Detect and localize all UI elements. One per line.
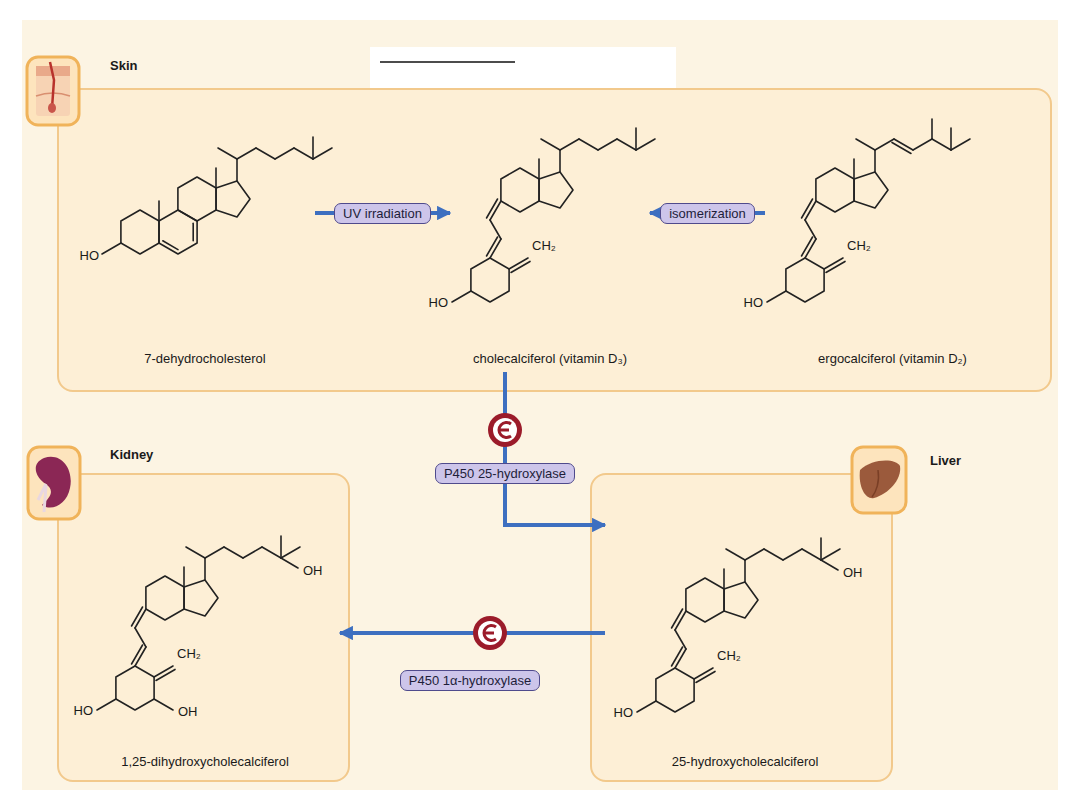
atom-label: OH (843, 565, 863, 581)
compound: 1,25-dihydroxycholecalciferol (70, 495, 340, 775)
enzyme-label-holder: UV irradiation (334, 203, 431, 224)
reaction-arrow (340, 631, 605, 635)
atom-label-holder: OH (843, 565, 863, 581)
compound: 7-dehydrocholesterol (95, 110, 315, 372)
atom-label-holder: CH₂ (717, 648, 741, 664)
atom-label: HO (614, 705, 634, 721)
atom-label: HO (744, 295, 764, 311)
compound-name: ergocalciferol (vitamin D₂) (818, 351, 967, 366)
atom-label: OH (178, 704, 198, 720)
reaction-label: P450 1α-hydroxylase (400, 670, 540, 691)
atom-label-holder: HO (429, 295, 449, 311)
atom-label-holder: HO (744, 295, 764, 311)
atom-label: HO (74, 703, 94, 719)
skin-icon (27, 57, 79, 125)
compound: 25-hydroxycholecalciferol (605, 495, 885, 775)
enzyme-symbol (473, 616, 507, 650)
blank-line (380, 61, 515, 63)
atom-label: HO (429, 295, 449, 311)
region-panel: Liver25-hydroxycholecalciferol (590, 473, 893, 782)
reaction-arrow (505, 372, 605, 525)
enzyme-symbol (488, 413, 522, 447)
compound-name: 1,25-dihydroxycholecalciferol (121, 754, 289, 769)
atom-label: HO (80, 248, 100, 264)
atom-label-holder: CH₂ (177, 646, 201, 662)
compound-name: 7-dehydrocholesterol (144, 351, 265, 366)
atom-label-holder: HO (614, 705, 634, 721)
reaction-label: UV irradiation (334, 203, 431, 224)
region-panel: Kidney1,25-dihydroxycholecalciferol (57, 473, 350, 782)
atom-label: CH₂ (847, 238, 871, 254)
reaction-label: isomerization (660, 203, 755, 224)
enzyme-label-holder: P450 25-hydroxylase (435, 463, 575, 484)
region-heading: Kidney (110, 447, 153, 462)
atom-label-holder: HO (74, 703, 94, 719)
atom-label-holder: OH (303, 563, 323, 579)
atom-label-holder: CH₂ (847, 238, 871, 254)
page-ground (22, 20, 1058, 790)
chemical-structures (97, 119, 970, 712)
enzyme-label-holder: P450 1α-hydroxylase (400, 670, 540, 691)
compound-name: 25-hydroxycholecalciferol (672, 754, 819, 769)
kidney-icon (28, 447, 80, 519)
atom-label-holder: HO (80, 248, 100, 264)
compound: ergocalciferol (vitamin D₂) (765, 110, 1020, 372)
region-heading: Skin (110, 58, 137, 73)
atom-label-holder: OH (178, 704, 198, 720)
atom-label-holder: CH₂ (532, 238, 556, 254)
region-heading: Liver (930, 453, 961, 468)
atom-label: CH₂ (717, 648, 741, 664)
atom-label: OH (303, 563, 323, 579)
enzyme-label-holder: isomerization (660, 203, 755, 224)
atom-label: CH₂ (177, 646, 201, 662)
reaction-label: P450 25-hydroxylase (435, 463, 575, 484)
liver-icon (852, 447, 906, 513)
atom-label: CH₂ (532, 238, 556, 254)
compound-name: cholecalciferol (vitamin D₃) (473, 351, 627, 366)
